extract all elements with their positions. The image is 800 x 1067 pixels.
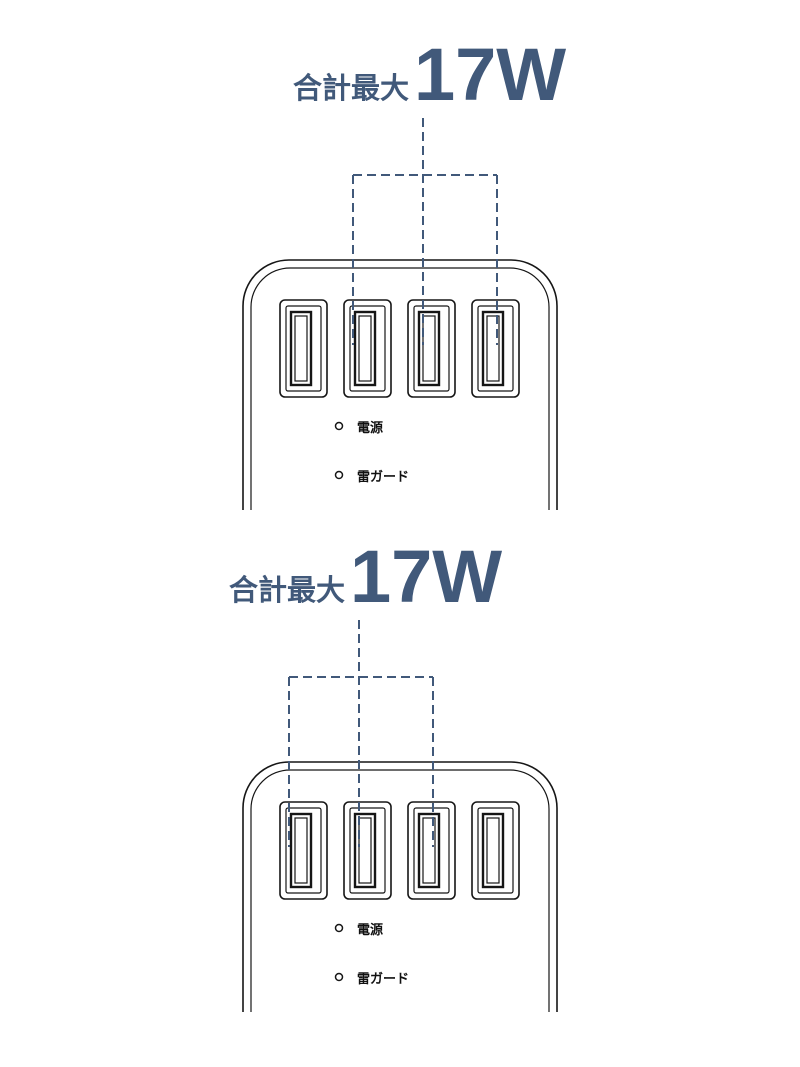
surge-guard-led-icon — [334, 972, 344, 982]
usb-port-1 — [279, 299, 328, 398]
panel-top: 合計最大 17W 電源 雷ガード — [242, 33, 566, 510]
usb-port-4 — [471, 801, 520, 900]
usb-port-tongue-inner — [358, 817, 372, 884]
indicator-label-surge-guard: 雷ガード — [357, 469, 409, 485]
housing-inner-edge — [250, 267, 550, 510]
panel-bottom: 合計最大 17W 電源 雷ガード — [229, 535, 558, 1012]
power-led-icon — [334, 421, 344, 431]
max-output-value: 17W — [350, 535, 502, 618]
usb-port-tongue-inner — [422, 817, 436, 884]
max-output-value: 17W — [414, 33, 566, 116]
usb-port-tongue-inner — [422, 315, 436, 382]
usb-port-4 — [471, 299, 520, 398]
total-max-label: 合計最大 — [293, 71, 409, 105]
surge-guard-led-icon — [334, 470, 344, 480]
indicator-label-power: 電源 — [357, 420, 383, 436]
charger-housing — [242, 259, 558, 510]
usb-port-2 — [343, 801, 392, 900]
usb-port-1 — [279, 801, 328, 900]
usb-port-tongue-inner — [294, 315, 308, 382]
indicator-label-surge-guard: 雷ガード — [357, 971, 409, 987]
indicator-power: 電源 — [334, 420, 383, 436]
usb-port-tongue-inner — [486, 817, 500, 884]
usb-port-tongue-inner — [294, 817, 308, 884]
indicator-label-power: 電源 — [357, 922, 383, 938]
total-max-label: 合計最大 — [229, 573, 345, 607]
usb-port-3 — [407, 801, 456, 900]
indicator-surge-guard: 雷ガード — [334, 971, 409, 987]
port-group-connector — [352, 118, 498, 345]
charger-housing — [242, 761, 558, 1012]
usb-port-tongue-inner — [486, 315, 500, 382]
housing-outer-edge — [242, 259, 558, 510]
usb-port-tongue-inner — [358, 315, 372, 382]
usb-port-2 — [343, 299, 392, 398]
power-led-icon — [334, 923, 344, 933]
housing-inner-edge — [250, 769, 550, 1012]
indicator-power: 電源 — [334, 922, 383, 938]
indicator-surge-guard: 雷ガード — [334, 469, 409, 485]
usb-port-3 — [407, 299, 456, 398]
port-group-connector — [288, 620, 434, 847]
housing-outer-edge — [242, 761, 558, 1012]
